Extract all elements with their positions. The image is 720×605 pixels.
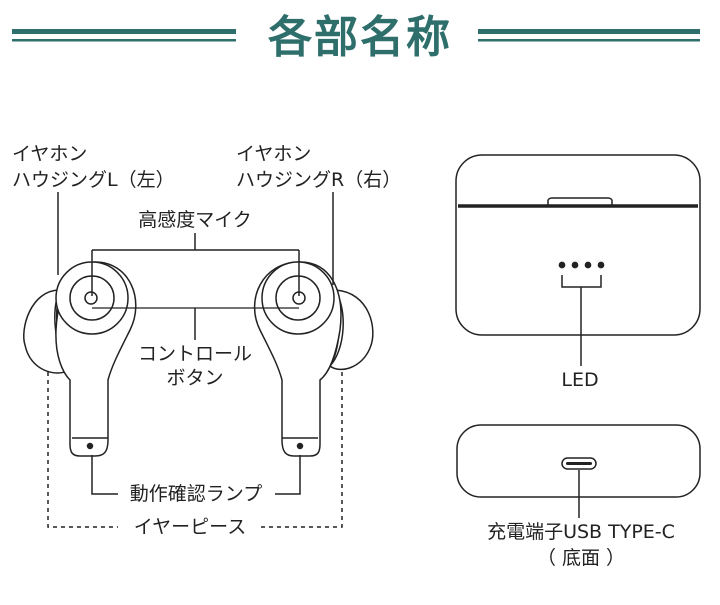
led-dot-4: [597, 261, 605, 269]
ear-piece-right: [328, 289, 374, 371]
label-led: LED: [561, 369, 599, 391]
charging-case-bottom: [456, 424, 701, 518]
mic-left: [84, 291, 98, 305]
earbud-right: [253, 261, 374, 457]
label-housing-right-line2: ハウジングR（右）: [236, 169, 402, 191]
label-control-line2: ボタン: [166, 367, 224, 389]
label-status-lamp: 動作確認ランプ: [129, 483, 263, 505]
status-lamp-right: [296, 442, 304, 450]
label-control-line1: コントロール: [137, 343, 252, 365]
label-housing-right-line1: イヤホン: [236, 143, 312, 165]
charging-case-top: [455, 154, 701, 366]
label-housing-left-line2: ハウジングL（左）: [12, 169, 175, 191]
earbud-left: [23, 261, 137, 457]
status-lamp-left: [86, 442, 94, 450]
title-bar-left: [12, 29, 236, 42]
label-ear-piece: イヤーピース: [133, 516, 247, 538]
label-mic: 高感度マイク: [138, 209, 252, 231]
label-charge-port-line1: 充電端子USB TYPE-C: [487, 521, 675, 543]
led-dot-3: [584, 261, 592, 269]
label-housing-left-line1: イヤホン: [12, 143, 88, 165]
page-title: 各部名称: [268, 12, 452, 63]
led-dot-1: [558, 261, 566, 269]
label-charge-port-line2: （ 底面 ）: [536, 547, 626, 569]
title-bar-right: [478, 29, 700, 42]
led-dot-2: [571, 261, 579, 269]
